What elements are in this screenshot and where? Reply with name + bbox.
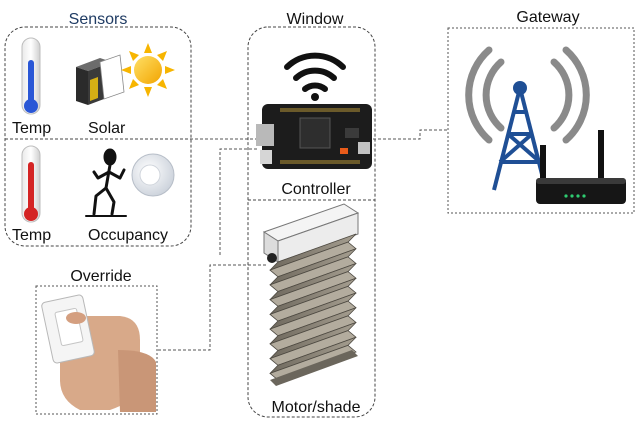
motor-to-controller-line [219,148,258,255]
motor-shade-label: Motor/shade [272,399,361,416]
shade-pleat [269,344,357,381]
solar-label: Solar [88,120,126,137]
sensors-title: Sensors [69,11,128,28]
temp-top-label: Temp [12,120,51,137]
solar-panel-icon [76,54,125,105]
wall-switch-icon [41,294,156,412]
controller-to-gateway-line [358,129,448,140]
radio-tower-icon [465,46,590,191]
gateway-group-box [447,27,635,214]
walking-person-icon [85,148,127,217]
wifi-icon [284,52,346,101]
controller-board-icon [256,104,372,169]
override-to-motor-line [158,264,268,351]
override-group-box [35,285,158,415]
temp-bottom-label: Temp [12,227,51,244]
sun-icon [121,43,175,97]
thermometer-hot-icon [21,145,41,223]
shade-motor-icon [262,203,360,386]
window-title: Window [287,11,344,28]
controller-label: Controller [281,181,351,198]
thermometer-cold-icon [21,37,41,115]
occupancy-label: Occupancy [88,227,168,244]
sensors-group-box [4,26,192,247]
motion-sensor-icon [131,153,175,197]
router-icon [536,130,626,204]
gateway-title: Gateway [516,9,579,26]
override-title: Override [70,268,131,285]
window-group-box [247,26,376,418]
